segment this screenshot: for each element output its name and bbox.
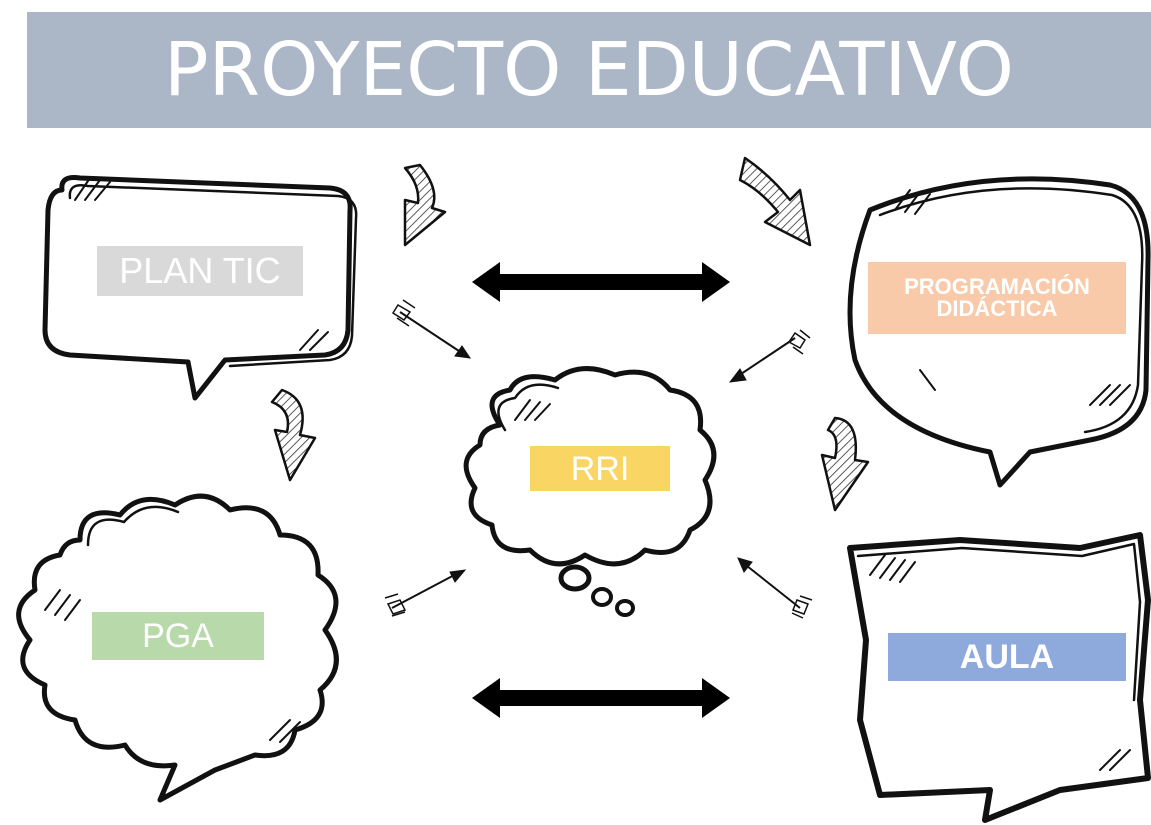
hatched-arrow-right-down [820, 416, 870, 512]
aula-label: AULA [888, 633, 1126, 681]
rri-cloud [463, 366, 717, 617]
small-arrow-lower-left [384, 569, 467, 617]
small-arrow-upper-left [391, 299, 472, 359]
hatched-arrow-top-left [403, 163, 447, 247]
title-banner: PROYECTO EDUCATIVO [27, 12, 1151, 128]
plan-tic-text: PLAN TIC [119, 250, 281, 291]
aula-bubble [847, 532, 1151, 823]
hatched-arrow-top-right [738, 156, 812, 247]
pga-cloud [16, 493, 339, 803]
programacion-text-line1: PROGRAMACIÓN [904, 274, 1090, 299]
rri-label: RRI [530, 446, 670, 491]
double-arrow-bottom [472, 678, 730, 718]
programacion-text-line2: DIDÁCTICA [936, 296, 1058, 321]
programacion-bubble [847, 176, 1151, 488]
page-title: PROYECTO EDUCATIVO [164, 27, 1014, 113]
pga-label: PGA [92, 612, 264, 660]
hatched-arrow-left-down [270, 388, 317, 482]
plan-tic-label: PLAN TIC [97, 246, 303, 296]
double-arrow-top [472, 262, 730, 302]
rri-text: RRI [570, 449, 630, 488]
pga-text: PGA [142, 617, 214, 655]
small-arrow-lower-right [737, 557, 813, 619]
programacion-didactica-label: PROGRAMACIÓN DIDÁCTICA [868, 262, 1126, 334]
plan-tic-bubble [42, 175, 358, 401]
aula-text: AULA [959, 638, 1055, 676]
small-arrow-upper-right [728, 329, 811, 383]
